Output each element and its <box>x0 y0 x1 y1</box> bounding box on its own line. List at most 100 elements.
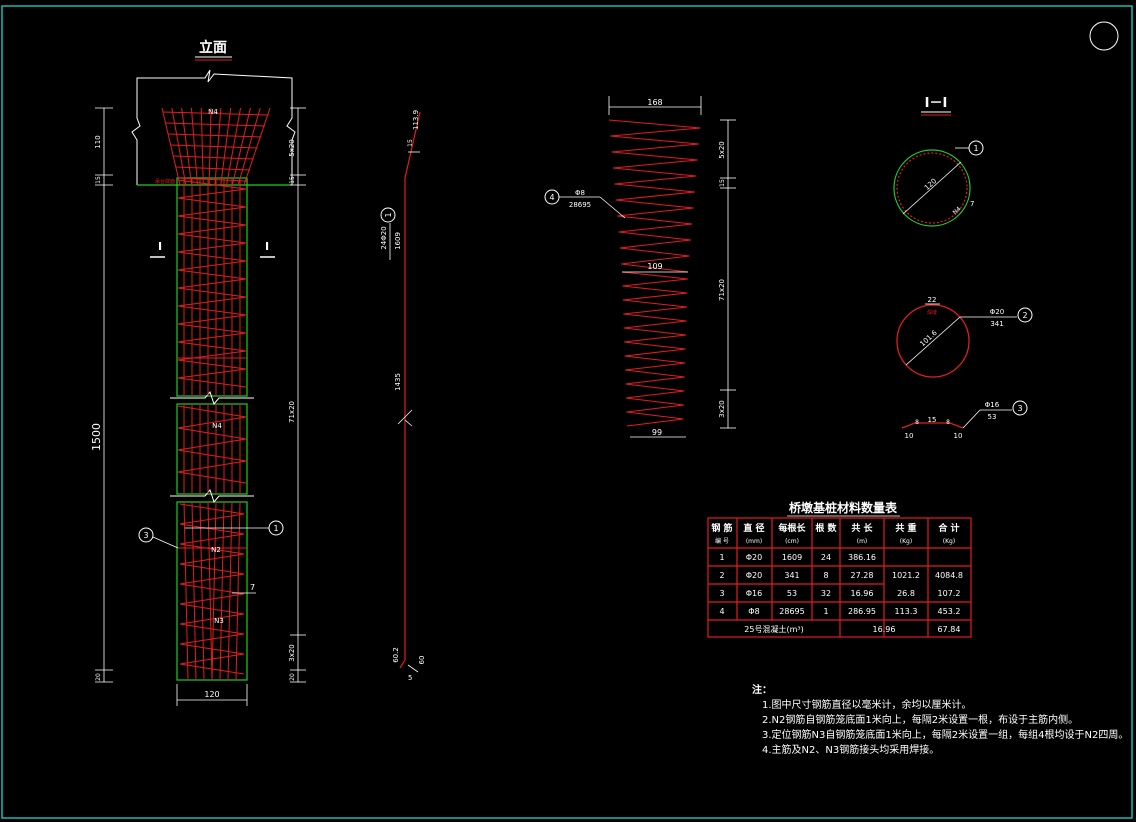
section-dia: 120 <box>923 177 938 192</box>
spiral-rebar <box>177 460 247 473</box>
table-title: 桥墩基桩材料数量表 <box>789 500 898 515</box>
spiral-rebar <box>179 603 245 615</box>
main-rebar <box>227 501 233 681</box>
spiral-rebar <box>177 188 247 199</box>
note-line-4: 4.主筋及N2、N3钢筋接头均采用焊接。 <box>762 745 940 756</box>
spiral-segment <box>615 191 695 201</box>
spiral-rebar <box>179 533 245 545</box>
spiral-rebar <box>179 543 245 555</box>
flared-hoop <box>162 111 269 116</box>
dim-right-bottom: 20 <box>289 673 296 681</box>
spiral-segment <box>617 215 693 225</box>
section-gap: 7 <box>970 200 974 208</box>
spiral-segment <box>626 418 684 427</box>
spiral-rebar <box>179 613 245 625</box>
spiral-segment <box>618 223 693 233</box>
left-dimension-chain <box>95 107 113 683</box>
bar-n1-detail: 113.9 15 24Φ20 1609 1 1435 60.2 5 60 <box>380 110 426 682</box>
spiral-segment <box>626 411 684 420</box>
table-cell: 1609 <box>782 553 802 562</box>
bar-n1-spec: 24Φ20 <box>380 226 388 249</box>
table-header-cell: 直 径 <box>743 522 764 534</box>
leader-3-elev: 3 <box>143 531 148 540</box>
label-n4-mid: N4 <box>212 422 222 430</box>
table-cell: 341 <box>784 571 799 580</box>
notes-block: 注： 1.图中尺寸钢筋直径以毫米计，余均以厘米计。 2.N2钢筋自钢筋笼底面1米… <box>752 683 1128 758</box>
spiral-length: 28695 <box>569 201 591 209</box>
section-ii: I－I 120 N4 1 7 101.6 22 焊缝 Φ20 341 2 Φ16… <box>893 96 1033 440</box>
section-c1: 1 <box>973 144 978 153</box>
bar-n1-top: 113.9 <box>412 110 420 130</box>
spiral-rebar <box>179 593 245 605</box>
spiral-top-width: 168 <box>647 98 662 107</box>
table-header-cell: 每根长 <box>778 522 806 534</box>
spiral-segment <box>624 334 687 343</box>
spiral-segment <box>622 292 688 301</box>
spiral-segment <box>624 355 686 364</box>
pile-rebar-cage <box>177 178 247 681</box>
section-title: I－I <box>925 96 948 111</box>
main-rebar <box>211 501 217 681</box>
right-dimension-chain <box>290 107 306 683</box>
stirrup-n2-circle <box>896 304 970 378</box>
table-header-cell: (m) <box>857 538 868 545</box>
bar-n1-circle: 1 <box>384 212 393 217</box>
spiral-segment <box>622 285 688 294</box>
spiral-rebar <box>179 583 245 595</box>
table-header-cell: (Kg) <box>943 538 955 545</box>
spiral-segment <box>626 404 684 413</box>
bar-n1-length: 1609 <box>394 232 402 250</box>
table-header-cell: 编 号 <box>715 537 729 545</box>
spiral-segment <box>625 397 684 406</box>
flared-rebar <box>226 107 242 186</box>
flared-rebar <box>190 107 198 186</box>
dim-left-bottom: 20 <box>95 673 102 681</box>
spiral-rebar <box>179 553 245 565</box>
spiral-dim-3: 3x20 <box>718 400 726 418</box>
flared-rebar <box>171 107 187 186</box>
spiral-segment <box>623 320 687 329</box>
flared-rebar-cage <box>161 107 271 186</box>
table-cell: Φ20 <box>746 553 762 562</box>
spiral-rebar <box>177 251 247 262</box>
spiral-rebar <box>177 377 247 388</box>
elevation-title: 立面 <box>199 39 227 56</box>
spiral-rebar <box>177 438 247 451</box>
spiral-rebar <box>177 305 247 316</box>
spiral-segment <box>623 306 687 315</box>
spiral-rebar <box>177 416 247 429</box>
main-rebar <box>183 501 189 681</box>
spiral-rebar <box>177 332 247 343</box>
spiral-spec: Φ8 <box>575 189 585 197</box>
section-c2: 2 <box>1022 311 1027 320</box>
spiral-rebar <box>177 368 247 379</box>
spiral-rebar <box>179 563 245 575</box>
bar-n3-shape <box>901 422 964 429</box>
table-header-cell: (Kg) <box>900 538 912 545</box>
spiral-segment <box>621 263 689 273</box>
spiral-rebar <box>177 224 247 235</box>
spiral-dim-1: 15 <box>719 179 726 187</box>
spiral-segment <box>619 247 690 257</box>
spiral-rebar <box>177 341 247 352</box>
stirrup-top: 22 <box>928 296 937 304</box>
spiral-zigzag <box>608 119 701 427</box>
bar-n3-e: 10 <box>954 432 963 440</box>
table-cell: Φ8 <box>748 607 759 616</box>
main-rebar <box>191 501 197 681</box>
spiral-rebar <box>177 405 247 418</box>
spiral-rebar <box>177 427 247 440</box>
spiral-rebar <box>177 260 247 271</box>
spiral-segment <box>625 362 686 371</box>
spiral-rebar <box>177 179 247 190</box>
spiral-segment <box>617 207 694 217</box>
spiral-segment <box>621 255 690 265</box>
dim-left-top: 110 <box>94 135 102 148</box>
table-cell: Φ16 <box>746 589 762 598</box>
spiral-segment <box>615 199 694 209</box>
stirrup-len: 341 <box>990 320 1003 328</box>
table-header-cell: 共 长 <box>851 522 873 534</box>
spiral-segment <box>624 341 686 350</box>
table-cell: 24 <box>821 553 831 562</box>
table-concrete-total: 67.84 <box>938 625 961 634</box>
